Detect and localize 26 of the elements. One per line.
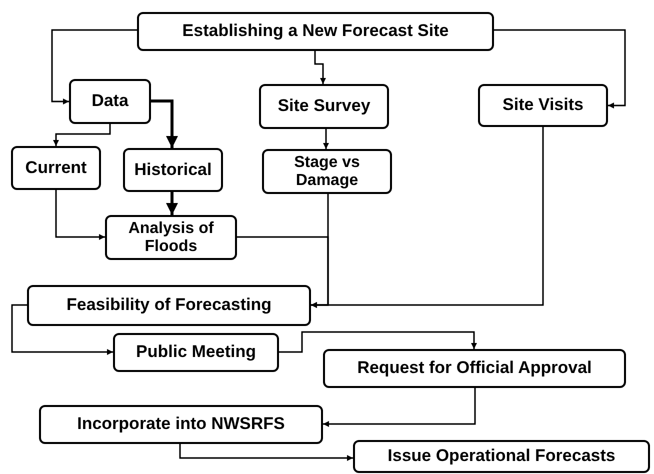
process-box: Site Survey (259, 84, 389, 129)
arrow (166, 192, 178, 215)
arrow (11, 304, 113, 355)
process-box: Incorporate into NWSRFS (39, 405, 323, 444)
process-box: Data (69, 79, 151, 124)
arrow (55, 190, 105, 240)
arrow (314, 51, 326, 84)
process-box: Feasibility of Forecasting (27, 285, 311, 326)
arrow (311, 127, 544, 308)
process-box: Current (11, 146, 101, 190)
process-box: Issue Operational Forecasts (353, 440, 650, 473)
arrow (279, 331, 477, 353)
arrow (179, 444, 353, 461)
arrow (51, 29, 137, 104)
process-box: Public Meeting (113, 333, 279, 372)
process-box: Establishing a New Forecast Site (137, 12, 494, 51)
arrow (323, 388, 476, 427)
process-box: Request for Official Approval (323, 349, 626, 388)
arrow (494, 29, 626, 108)
arrow (151, 100, 178, 148)
arrow (323, 129, 329, 149)
process-box: Stage vs Damage (262, 149, 392, 194)
process-box: Historical (123, 148, 223, 192)
process-box: Site Visits (478, 84, 608, 127)
process-box: Analysis of Floods (105, 215, 237, 260)
arrow (53, 124, 111, 146)
